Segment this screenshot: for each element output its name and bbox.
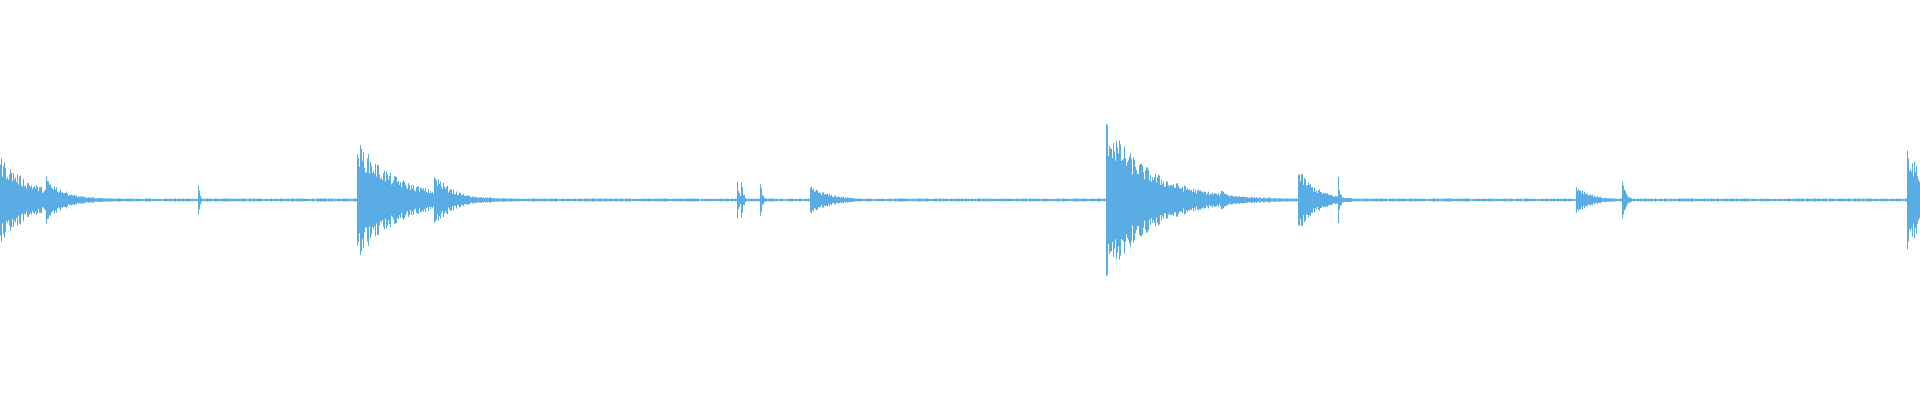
waveform-bars xyxy=(0,123,1920,277)
